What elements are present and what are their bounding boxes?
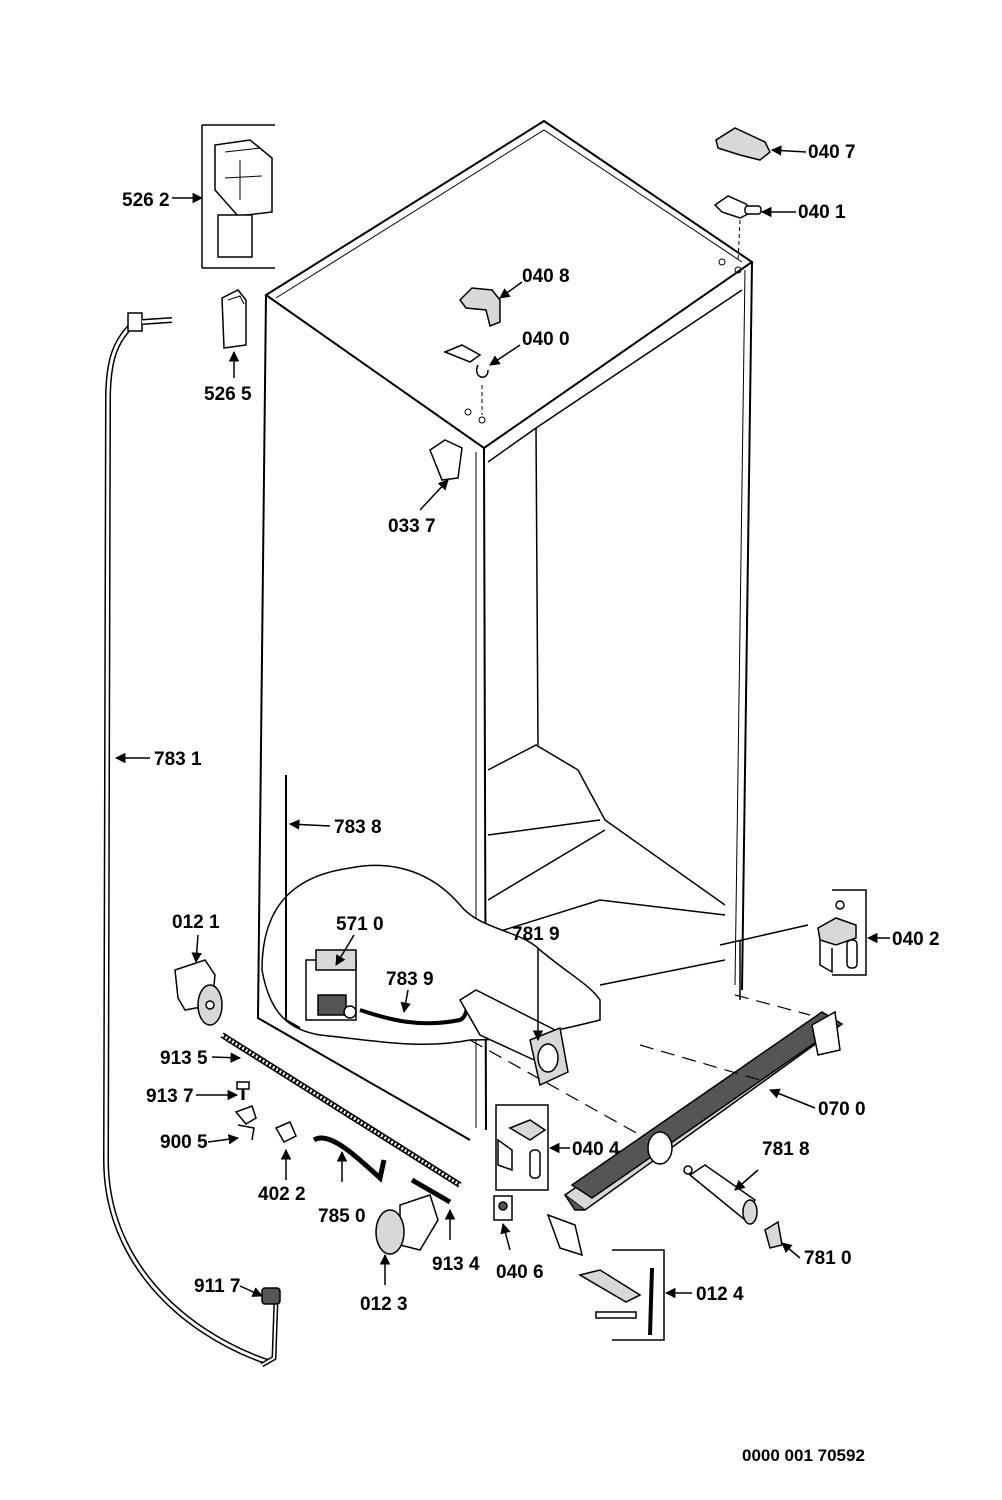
part-040-1 (713, 195, 762, 263)
part-012-3 (375, 1194, 439, 1255)
alignment-lines (469, 994, 811, 1136)
label-781-8: 781 8 (762, 1139, 810, 1160)
label-040-8: 040 8 (522, 266, 570, 287)
part-781-8 (683, 1164, 758, 1225)
label-913-4: 913 4 (432, 1254, 480, 1275)
part-911-7 (260, 1287, 281, 1368)
document-reference-number: 0000 001 70592 (742, 1446, 865, 1465)
part-913-5 (220, 1032, 462, 1188)
label-785-0: 785 0 (318, 1206, 366, 1227)
part-033-7 (429, 439, 463, 481)
label-526-5: 526 5 (204, 384, 252, 405)
part-040-2 (817, 889, 867, 976)
label-012-3: 012 3 (360, 1294, 408, 1315)
part-402-2 (274, 1121, 297, 1143)
part-040-4 (495, 1104, 549, 1191)
part-571-0 (305, 949, 357, 1021)
part-785-0 (312, 1135, 387, 1183)
part-783-1 (102, 312, 269, 1365)
part-900-5 (234, 1105, 257, 1141)
label-783-9: 783 9 (386, 969, 434, 990)
part-040-6 (493, 1195, 513, 1221)
part-913-4 (410, 1177, 452, 1205)
part-783-8 (285, 775, 301, 1029)
part-040-8 (459, 287, 501, 328)
label-012-4: 012 4 (696, 1284, 744, 1305)
part-526-2 (201, 124, 275, 269)
label-783-1: 783 1 (154, 749, 202, 770)
label-040-0: 040 0 (522, 329, 570, 350)
label-783-8: 783 8 (334, 817, 382, 838)
label-040-4: 040 4 (572, 1139, 620, 1160)
part-913-7 (236, 1081, 250, 1100)
part-012-1 (174, 959, 223, 1026)
label-900-5: 900 5 (160, 1132, 208, 1153)
label-070-0: 070 0 (818, 1099, 866, 1120)
part-040-7 (715, 127, 771, 161)
part-012-4 (578, 1249, 665, 1341)
label-571-0: 571 0 (336, 914, 384, 935)
leader-lines (114, 145, 890, 1299)
label-781-0: 781 0 (804, 1248, 852, 1269)
label-040-6: 040 6 (496, 1262, 544, 1283)
label-913-5: 913 5 (160, 1048, 208, 1069)
label-402-2: 402 2 (258, 1184, 306, 1205)
label-781-9: 781 9 (512, 924, 560, 945)
part-040-0 (443, 344, 489, 415)
label-012-1: 012 1 (172, 912, 220, 933)
cabinet (256, 119, 809, 1141)
label-040-7: 040 7 (808, 142, 856, 163)
label-040-1: 040 1 (798, 202, 846, 223)
label-033-7: 033 7 (388, 516, 436, 537)
part-526-5 (221, 289, 247, 349)
part-070-0 (546, 1010, 844, 1257)
part-labels: 526 2 526 5 040 7 040 1 040 8 040 0 033 … (122, 142, 940, 1315)
label-040-2: 040 2 (892, 929, 940, 950)
part-781-0 (764, 1220, 783, 1249)
label-526-2: 526 2 (122, 190, 170, 211)
label-911-7: 911 7 (194, 1276, 241, 1297)
label-913-7: 913 7 (146, 1086, 194, 1107)
part-781-9 (458, 989, 569, 1087)
